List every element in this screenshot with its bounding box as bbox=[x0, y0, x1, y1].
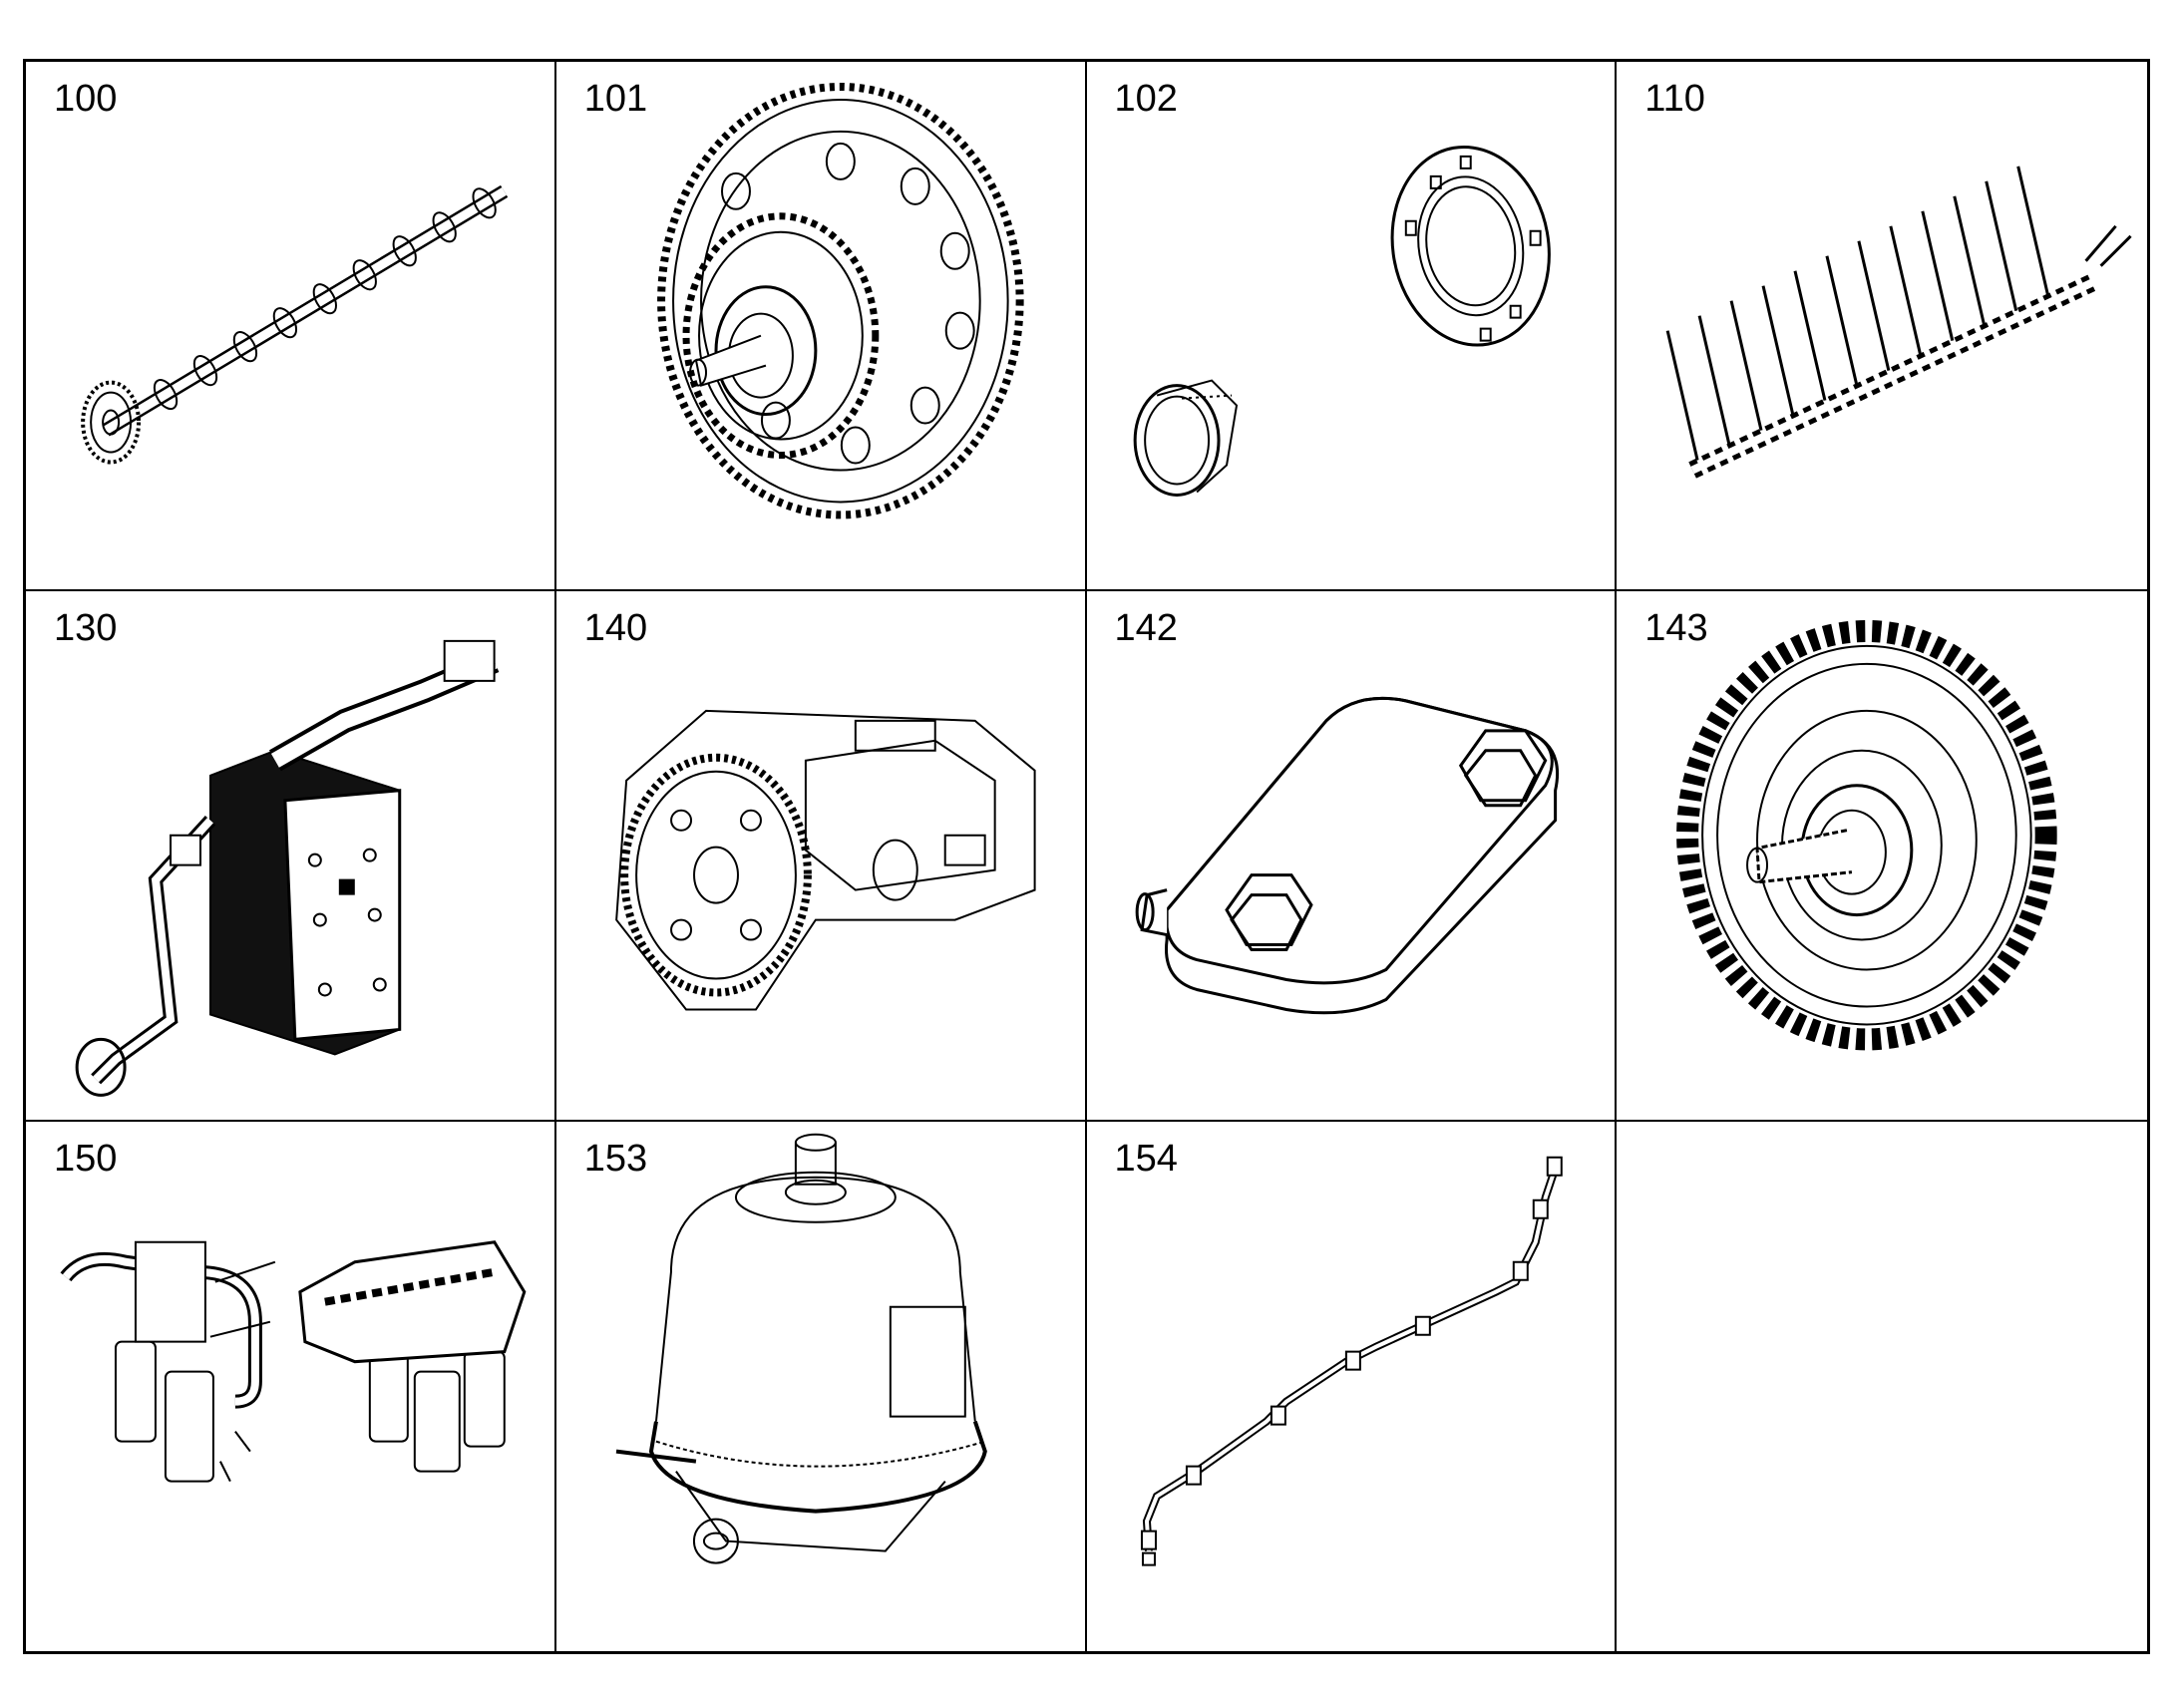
part-number: 130 bbox=[54, 607, 118, 650]
part-cell-101[interactable]: 101 bbox=[555, 62, 1087, 592]
part-number: 110 bbox=[1644, 78, 1705, 120]
part-cell-130[interactable]: 130 bbox=[26, 591, 556, 1122]
part-cell-154[interactable]: 154 bbox=[1087, 1121, 1618, 1651]
idler-gear-icon bbox=[1617, 591, 2147, 1119]
part-cell-142[interactable]: 142 bbox=[1086, 591, 1618, 1122]
part-cell-143[interactable]: 143 bbox=[1617, 591, 2147, 1122]
oil-pump-icon bbox=[556, 591, 1085, 1119]
part-number: 154 bbox=[1114, 1137, 1178, 1180]
centrifugal-oil-filter-icon bbox=[556, 1122, 1085, 1651]
part-number: 142 bbox=[1114, 607, 1178, 650]
oil-cooler-icon bbox=[26, 591, 554, 1119]
flange-plate-with-bolts-icon bbox=[1087, 591, 1616, 1119]
part-number: 102 bbox=[1114, 78, 1178, 120]
part-number: 100 bbox=[54, 78, 118, 120]
bearing-ring-and-flange-icon bbox=[1087, 62, 1616, 589]
rocker-and-pushrod-set-icon bbox=[1617, 62, 2147, 589]
part-cell-150[interactable]: 150 bbox=[26, 1121, 556, 1651]
filter-housing-assembly-icon bbox=[26, 1122, 554, 1651]
part-number: 101 bbox=[583, 78, 648, 120]
parts-grid: 100 bbox=[23, 59, 2150, 1654]
part-number: 150 bbox=[54, 1137, 118, 1180]
pipe-line-icon bbox=[1087, 1122, 1616, 1651]
part-cell-140[interactable]: 140 bbox=[555, 591, 1087, 1122]
part-number: 153 bbox=[583, 1137, 648, 1180]
part-cell-102[interactable]: 102 bbox=[1086, 62, 1618, 592]
camshaft-icon bbox=[26, 62, 554, 589]
empty-cell bbox=[1617, 1122, 2147, 1651]
part-cell-100[interactable]: 100 bbox=[26, 62, 556, 592]
part-number: 143 bbox=[1644, 607, 1708, 650]
part-cell-153[interactable]: 153 bbox=[556, 1121, 1087, 1651]
large-gear-with-hub-icon bbox=[556, 62, 1085, 589]
part-cell-110[interactable]: 110 bbox=[1617, 62, 2147, 592]
part-number: 140 bbox=[583, 607, 648, 650]
